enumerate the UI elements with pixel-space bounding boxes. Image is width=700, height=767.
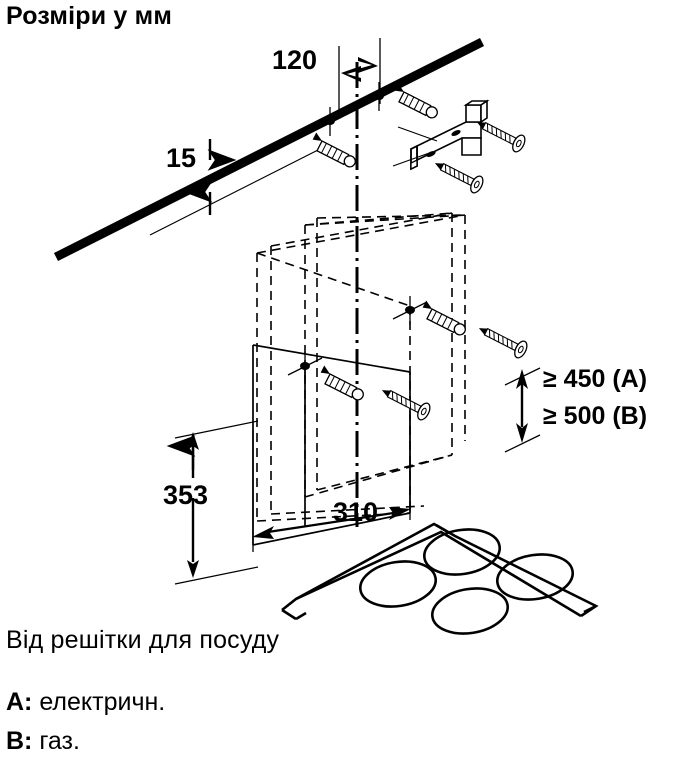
dimension-clearance [504, 367, 541, 453]
wall-plug-top-right [394, 83, 438, 119]
legend-key-a: A: [6, 688, 33, 716]
screw-lower-left [381, 389, 431, 421]
wall-plug-lower-right [422, 300, 466, 336]
legend-value-a: електричн. [39, 688, 166, 716]
wall-plug-top-left [312, 132, 356, 168]
dimension-label-353: 353 [163, 480, 209, 510]
dimension-label-500-gas: ≥ 500 (B) [543, 402, 648, 430]
legend-item-a: A: електричн. [6, 690, 165, 715]
hob-cooktop [281, 522, 599, 621]
legend-item-b: B: газ. [6, 729, 80, 754]
drill-hole-marker-upper-right [361, 82, 397, 111]
drill-hole-marker-lower-right [392, 296, 428, 325]
hob-burner [423, 528, 501, 576]
screw-top-left [434, 162, 484, 194]
hob-burner [431, 587, 509, 635]
hob-burner [359, 560, 437, 608]
hood-outline [256, 212, 467, 522]
drill-hole-marker-upper-left [312, 107, 348, 136]
dimension-label-310: 310 [333, 497, 379, 527]
dimension-label-450-electric: ≥ 450 (A) [543, 365, 648, 393]
wall-plug-lower-left [320, 365, 364, 401]
page-title: Розміри у мм [6, 2, 173, 30]
wall-line [53, 37, 485, 262]
dimension-label-15: 15 [166, 143, 197, 173]
drill-hole-marker-lower-left [287, 352, 323, 381]
screw-top-right [476, 121, 526, 153]
dimension-310 [252, 415, 411, 552]
mounting-bracket [392, 99, 490, 171]
dimension-label-120: 120 [272, 45, 318, 75]
hob-burners [359, 528, 574, 635]
measurement-reference-note: Від решітки для посуду [6, 626, 280, 654]
legend-value-b: газ. [39, 727, 80, 755]
hob-burner [496, 553, 574, 601]
screw-lower-right [478, 327, 528, 359]
dimension-353 [166, 420, 259, 585]
hob-surface-edge [295, 611, 307, 621]
legend-key-b: B: [6, 727, 33, 755]
